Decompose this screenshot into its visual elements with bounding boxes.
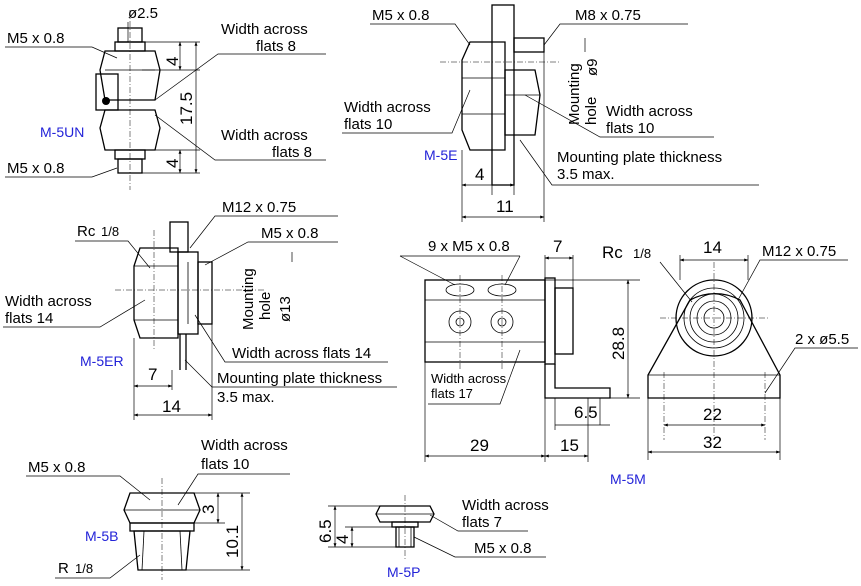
m5b-dim-101: 10.1: [223, 525, 242, 558]
m5b-flats-2: flats 10: [201, 456, 249, 473]
m5er-dim-7: 7: [148, 365, 157, 384]
m5b-part: [123, 478, 201, 580]
m5e-plate-2: 3.5 max.: [557, 166, 615, 183]
m5er-plate-1: Mounting plate thickness: [217, 370, 382, 387]
m5un-diameter: ø2.5: [128, 5, 158, 22]
m5e-flats-right-2: flats 10: [606, 120, 654, 137]
m5e-thread-left: M5 x 0.8: [372, 7, 430, 24]
m5un-flats-bottom-1: Width across: [221, 127, 308, 144]
m5m-dim-22: 22: [703, 405, 722, 424]
m5e-mount-2: hole: [583, 97, 600, 125]
m5un-dim-total: 17.5: [177, 92, 196, 125]
m5un-model: M-5UN: [40, 124, 84, 140]
m5m-side: [424, 275, 611, 399]
m5er-dim-14: 14: [162, 397, 181, 416]
m5er-plate-2: 3.5 max.: [217, 389, 275, 406]
m5p-flats-2: flats 7: [462, 514, 502, 531]
m5er-flats-left-1: Width across: [5, 293, 92, 310]
m5m-dim-14: 14: [703, 238, 722, 257]
m5b-thread: M5 x 0.8: [28, 459, 86, 476]
m5e-flats-right-1: Width across: [606, 103, 693, 120]
m5m-thread: M12 x 0.75: [762, 243, 836, 260]
m5un-dim-top: 4: [163, 57, 182, 66]
m5er-flats-left-2: flats 14: [5, 310, 53, 327]
m5m-model: M-5M: [610, 471, 646, 487]
m5p-dim-4: 4: [333, 535, 352, 544]
m5b-r-frac: 1/8: [75, 561, 93, 576]
m5un-flats-bottom-2: flats 8: [272, 144, 312, 161]
m5e-dim-4: 4: [475, 165, 484, 184]
m5er-flats-right: Width across flats 14: [232, 345, 371, 362]
m5un-flats-top-2: flats 8: [256, 38, 296, 55]
m5m-dim-288: 28.8: [609, 327, 628, 360]
m5e-mount-1: Mounting: [566, 63, 583, 125]
m5p-flats-1: Width across: [462, 497, 549, 514]
m5e-mount-dia: ø9: [584, 58, 601, 76]
m5m-rc: Rc: [602, 243, 623, 262]
m5un-ball: [102, 97, 110, 105]
m5m-ports: 9 x M5 x 0.8: [428, 238, 510, 255]
m5e-plate-1: Mounting plate thickness: [557, 149, 722, 166]
m5er-mount-2: hole: [257, 292, 274, 320]
m5un-flats-top-1: Width across: [221, 21, 308, 38]
m5m-dim-65: 6.5: [574, 403, 598, 422]
m5e-flats-left-1: Width across: [344, 99, 431, 116]
m5e-dim-11: 11: [496, 197, 514, 216]
m5er-mount-1: Mounting: [240, 268, 257, 330]
m5un-dim-bottom: 4: [163, 159, 182, 168]
m5un-bottom-thread: M5 x 0.8: [7, 160, 65, 177]
m5er-mount-dia: ø13: [277, 296, 294, 322]
m5m-holes: 2 x ø5.5: [795, 331, 849, 348]
m5b-r: R: [58, 560, 69, 577]
m5b-flats-1: Width across: [201, 437, 288, 454]
m5m-dim-7: 7: [553, 237, 562, 256]
m5er-model: M-5ER: [80, 353, 124, 369]
m5p-thread: M5 x 0.8: [474, 540, 532, 557]
m5er-part: [115, 221, 265, 370]
m5un-top-thread: M5 x 0.8: [7, 30, 65, 47]
m5e-part: [440, 4, 560, 186]
m5m-dim-15: 15: [560, 436, 579, 455]
m5b-model: M-5B: [85, 528, 118, 544]
m5p-part: [375, 495, 435, 560]
m5p-dim-65: 6.5: [316, 519, 335, 543]
m5m-flats-1: Width across: [431, 371, 507, 386]
m5er-rc-frac: 1/8: [101, 224, 119, 239]
m5er-thread-a: M12 x 0.75: [222, 199, 296, 216]
m5er-rc: Rc: [77, 223, 96, 240]
m5b-dim-3: 3: [199, 505, 218, 514]
m5m-flats-2: flats 17: [431, 386, 473, 401]
m5m-dim-32: 32: [703, 433, 722, 452]
m5e-flats-left-2: flats 10: [344, 116, 392, 133]
m5m-dim-29: 29: [470, 436, 489, 455]
m5er-thread-b: M5 x 0.8: [261, 225, 319, 242]
m5e-model: M-5E: [424, 147, 457, 163]
m5m-rc-frac: 1/8: [633, 246, 651, 261]
m5e-thread-right: M8 x 0.75: [575, 7, 641, 24]
m5p-model: M-5P: [387, 564, 420, 580]
